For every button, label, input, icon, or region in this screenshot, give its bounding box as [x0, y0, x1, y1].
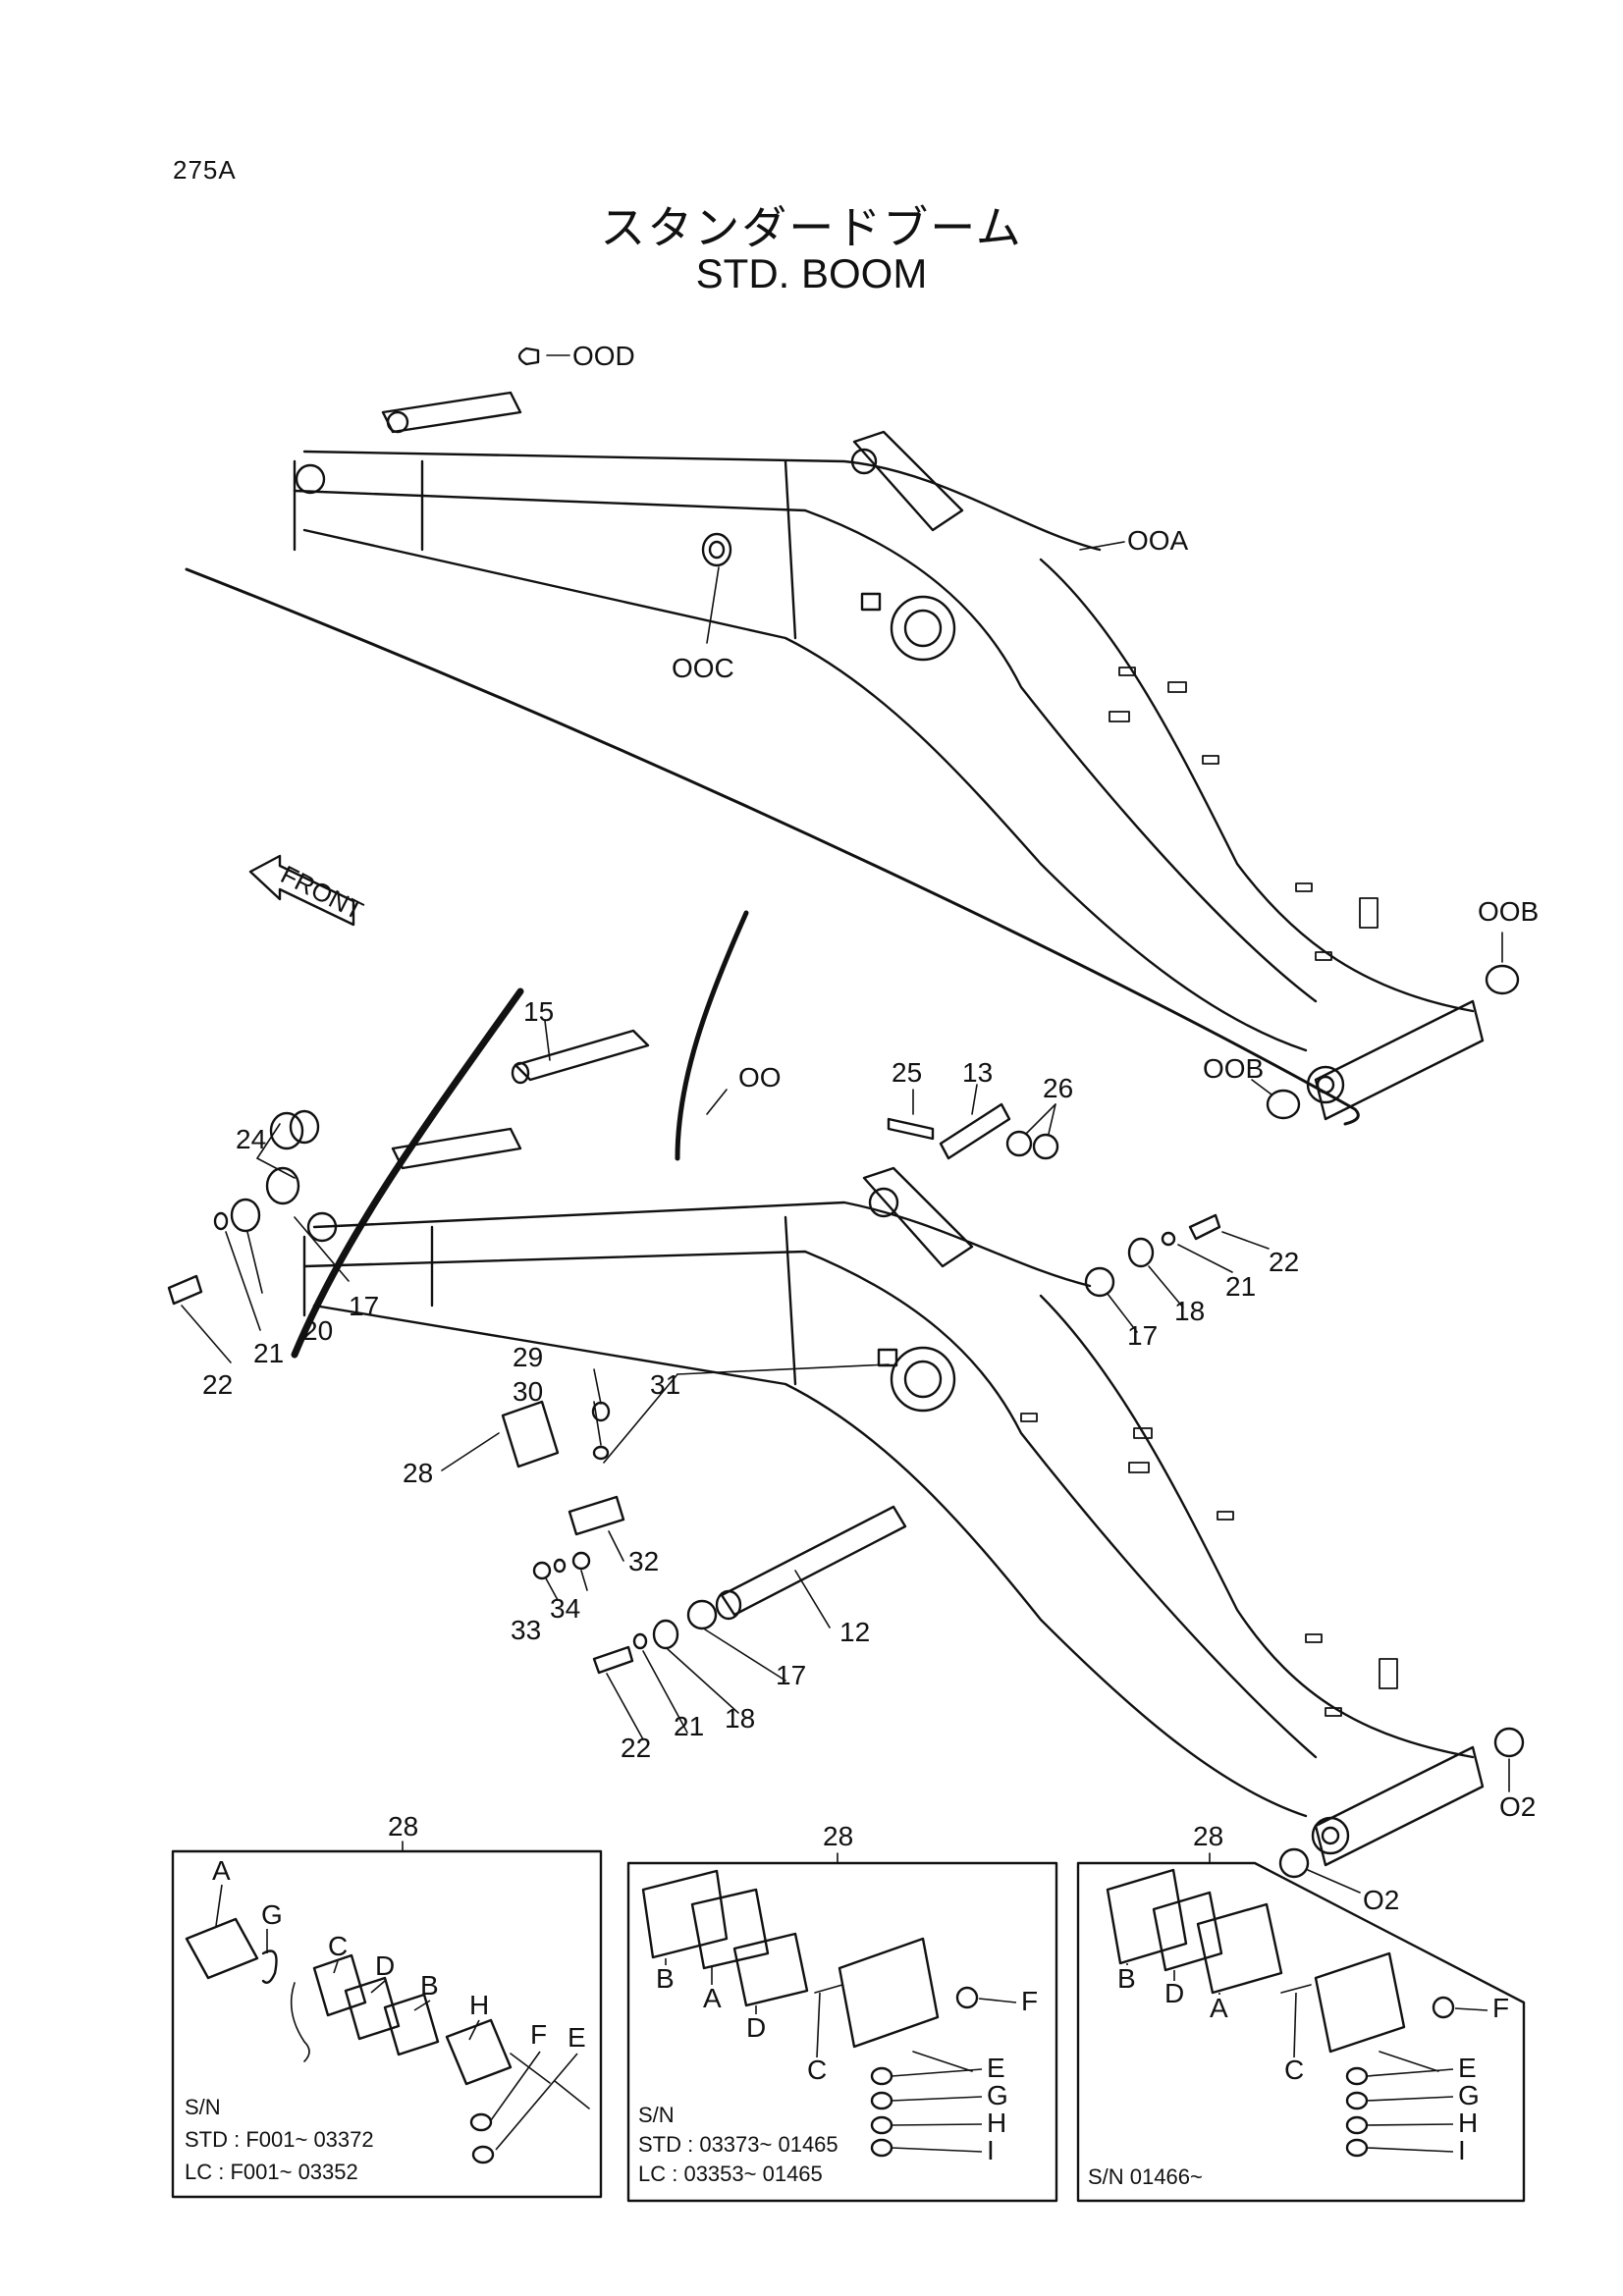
panel-1-serial: S/N STD : F001~ 03372 LC : F001~ 03352 [185, 2095, 374, 2184]
part-label: F [530, 2019, 547, 2050]
title-japanese: スタンダードブーム [600, 202, 1023, 253]
part-label: 31 [650, 1369, 680, 1400]
title-english: STD. BOOM [695, 250, 928, 296]
part-label: F [1492, 1993, 1509, 2023]
upper-boom-labels: OOD OOA OOC OOB OOB [572, 341, 1539, 1084]
upper-boom-drawing [185, 347, 1520, 1126]
serial-line: S/N [638, 2103, 675, 2127]
part-label: H [987, 2108, 1006, 2138]
part-label: B [420, 1970, 439, 2001]
part-label: OOB [1203, 1053, 1264, 1084]
panel-3-labels: 28 B D A C F E G H I [1117, 1821, 1509, 2165]
part-label: A [212, 1855, 231, 1886]
upper-group-boundary [185, 567, 1360, 1126]
upper-lower-leader [675, 910, 749, 1161]
serial-line: STD : 03373~ 01465 [638, 2132, 839, 2157]
part-label: OOC [672, 653, 734, 683]
part-label: I [1458, 2135, 1466, 2165]
part-label: 20 [302, 1315, 333, 1346]
part-label: 26 [1043, 1073, 1073, 1103]
part-label: 17 [1127, 1320, 1158, 1351]
part-label: H [469, 1990, 489, 2020]
part-label: D [746, 2012, 766, 2043]
part-label: G [261, 1899, 283, 1930]
part-label: E [1458, 2053, 1477, 2083]
part-label: C [1284, 2055, 1304, 2085]
part-label: B [1117, 1963, 1136, 1994]
panel-leaders [215, 1884, 1488, 2153]
detail-panel-3 [1076, 1852, 1526, 2203]
part-label: 21 [253, 1338, 284, 1368]
part-label: F [1021, 1986, 1038, 2016]
part-label: G [1458, 2080, 1480, 2110]
part-label: 25 [892, 1057, 922, 1088]
part-label: OOD [572, 341, 635, 371]
part-label: 21 [1225, 1271, 1256, 1302]
front-label: FRONT [276, 859, 368, 925]
part-label: 28 [403, 1458, 433, 1488]
part-label: 24 [236, 1124, 266, 1154]
part-label: 21 [674, 1711, 704, 1741]
panel-1-labels: 28 A G C D B H F E [212, 1811, 586, 2053]
part-label: E [568, 2022, 586, 2053]
part-label: A [1210, 1993, 1228, 2023]
panel-ref: 28 [1193, 1821, 1223, 1851]
part-label: 18 [1174, 1296, 1205, 1326]
panel-ref: 28 [823, 1821, 853, 1851]
part-label: 34 [550, 1593, 580, 1624]
part-label: 17 [349, 1291, 379, 1321]
part-label: 17 [776, 1660, 806, 1690]
part-label: G [987, 2080, 1008, 2110]
part-label: 12 [839, 1617, 870, 1647]
panel-ref: 28 [388, 1811, 418, 1842]
serial-line: S/N [185, 2095, 221, 2119]
detail-callout-leader [291, 988, 524, 1359]
part-label: H [1458, 2108, 1478, 2138]
front-arrow [248, 854, 355, 927]
part-label: D [375, 1950, 395, 1981]
serial-line: STD : F001~ 03372 [185, 2127, 374, 2152]
part-label: 33 [511, 1615, 541, 1645]
part-label: 22 [202, 1369, 233, 1400]
part-label: OOB [1478, 896, 1539, 927]
part-label: A [703, 1983, 722, 2013]
lower-boom-labels: 15 24 OO 25 13 26 22 21 20 17 22 21 18 1… [202, 996, 1536, 1915]
part-label: C [328, 1931, 348, 1961]
detail-panel-2 [626, 1852, 1058, 2203]
part-label: 30 [513, 1376, 543, 1407]
serial-line: S/N 01466~ [1088, 2164, 1203, 2189]
part-label: 22 [621, 1733, 651, 1763]
part-label: 15 [523, 996, 554, 1027]
part-label: O2 [1363, 1885, 1399, 1915]
part-label: I [987, 2135, 995, 2165]
part-label: 32 [628, 1546, 659, 1576]
part-label: D [1164, 1978, 1184, 2008]
panel-2-labels: 28 B A D C F E G H I [656, 1821, 1038, 2165]
part-label: E [987, 2053, 1005, 2083]
part-label: OOA [1127, 525, 1189, 556]
part-label: 18 [725, 1703, 755, 1734]
page-code: 275A [173, 155, 237, 185]
part-label: 22 [1269, 1247, 1299, 1277]
serial-line: LC : F001~ 03352 [185, 2160, 358, 2184]
lower-boom-drawing [167, 1020, 1525, 1894]
part-label: OO [738, 1062, 782, 1093]
part-label: 13 [962, 1057, 993, 1088]
serial-line: LC : 03353~ 01465 [638, 2162, 823, 2186]
part-label: 29 [513, 1342, 543, 1372]
panel-2-serial: S/N STD : 03373~ 01465 LC : 03353~ 01465 [638, 2103, 839, 2186]
part-label: O2 [1499, 1791, 1536, 1822]
part-label: B [656, 1963, 675, 1994]
panel-3-serial: S/N 01466~ [1088, 2164, 1203, 2189]
part-label: C [807, 2055, 827, 2085]
